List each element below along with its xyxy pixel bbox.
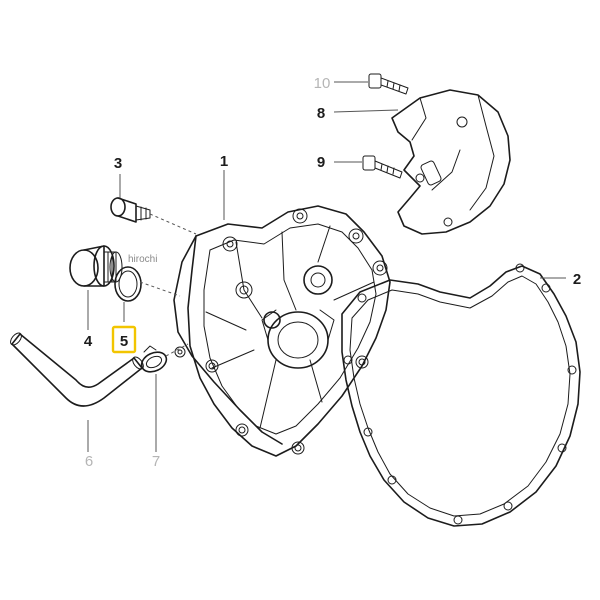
callout-10: 10 xyxy=(314,75,331,92)
screw-part-9 xyxy=(362,155,403,179)
callouts: 1 2 3 4 5 6 7 8 9 10 xyxy=(84,75,581,470)
callout-7: 7 xyxy=(152,453,160,470)
callout-2: 2 xyxy=(573,271,581,288)
callout-4: 4 xyxy=(84,333,93,350)
leader-lines xyxy=(87,81,566,452)
housing-cover-part-1 xyxy=(173,205,391,457)
clamp-part-7 xyxy=(140,345,168,373)
callout-5: 5 xyxy=(120,333,128,350)
o-ring-part-5 xyxy=(114,266,142,302)
callout-3: 3 xyxy=(114,155,122,172)
callout-1: 1 xyxy=(220,153,228,170)
watermark-text: hirochi xyxy=(128,254,157,265)
gasket-part-2 xyxy=(341,263,581,527)
screw-part-3 xyxy=(110,197,151,223)
callout-5-highlight-box xyxy=(111,325,137,354)
callout-9: 9 xyxy=(317,154,325,171)
plug-part-4 xyxy=(69,245,123,287)
bolt-part-10 xyxy=(368,73,409,95)
callout-6: 6 xyxy=(85,453,93,470)
callout-8: 8 xyxy=(317,105,325,122)
cover-plate-part-8 xyxy=(391,89,511,235)
